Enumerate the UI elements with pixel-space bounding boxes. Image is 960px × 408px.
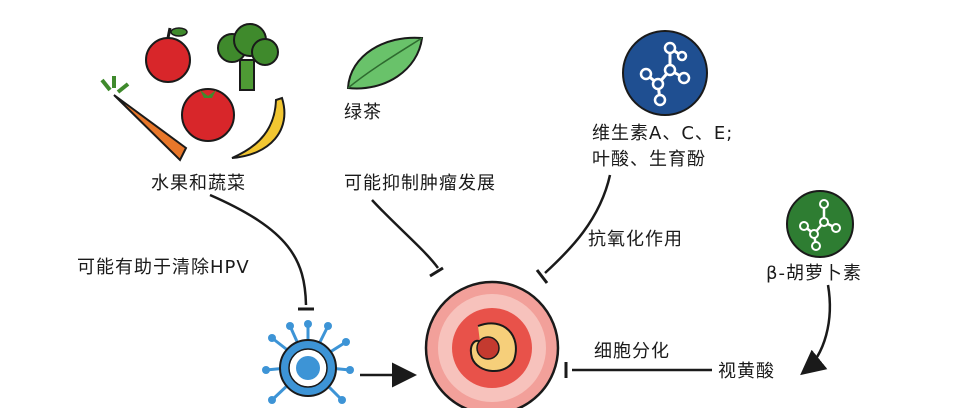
hpv-clearance-label: 可能有助于清除HPV bbox=[77, 257, 250, 278]
antioxidant-label: 抗氧化作用 bbox=[588, 229, 683, 250]
apple-icon bbox=[145, 27, 191, 83]
carotene-to-retinoic-arrow bbox=[800, 284, 832, 376]
vitamins-label-line2: 叶酸、生育酚 bbox=[592, 149, 706, 170]
tomato-icon bbox=[181, 88, 235, 142]
virus-icon bbox=[262, 320, 354, 404]
broccoli-icon bbox=[217, 23, 279, 91]
hpv-clearance-line bbox=[209, 193, 308, 306]
cell-icon bbox=[424, 280, 560, 408]
tumor-inhibit-bar bbox=[429, 266, 444, 278]
differentiation-label: 细胞分化 bbox=[594, 341, 670, 362]
green-tea-label: 绿茶 bbox=[344, 102, 382, 123]
antioxidant-line bbox=[544, 174, 612, 274]
tumor-inhibit-line bbox=[371, 199, 440, 269]
vitamins-label-line1: 维生素A、C、E; bbox=[592, 123, 734, 144]
carrot-icon bbox=[100, 76, 188, 162]
leaf-icon bbox=[346, 36, 424, 90]
retinoic-acid-label: 视黄酸 bbox=[718, 361, 775, 382]
fruits-vegetables-icon bbox=[100, 23, 286, 162]
tumor-inhibit-label: 可能抑制肿瘤发展 bbox=[344, 173, 496, 194]
molecule-green-icon bbox=[786, 190, 854, 258]
banana-icon bbox=[231, 96, 286, 159]
antioxidant-bar bbox=[535, 269, 549, 284]
fruits-veg-label: 水果和蔬菜 bbox=[151, 173, 246, 194]
beta-carotene-label: β-胡萝卜素 bbox=[766, 263, 862, 284]
molecule-blue-icon bbox=[622, 30, 708, 116]
